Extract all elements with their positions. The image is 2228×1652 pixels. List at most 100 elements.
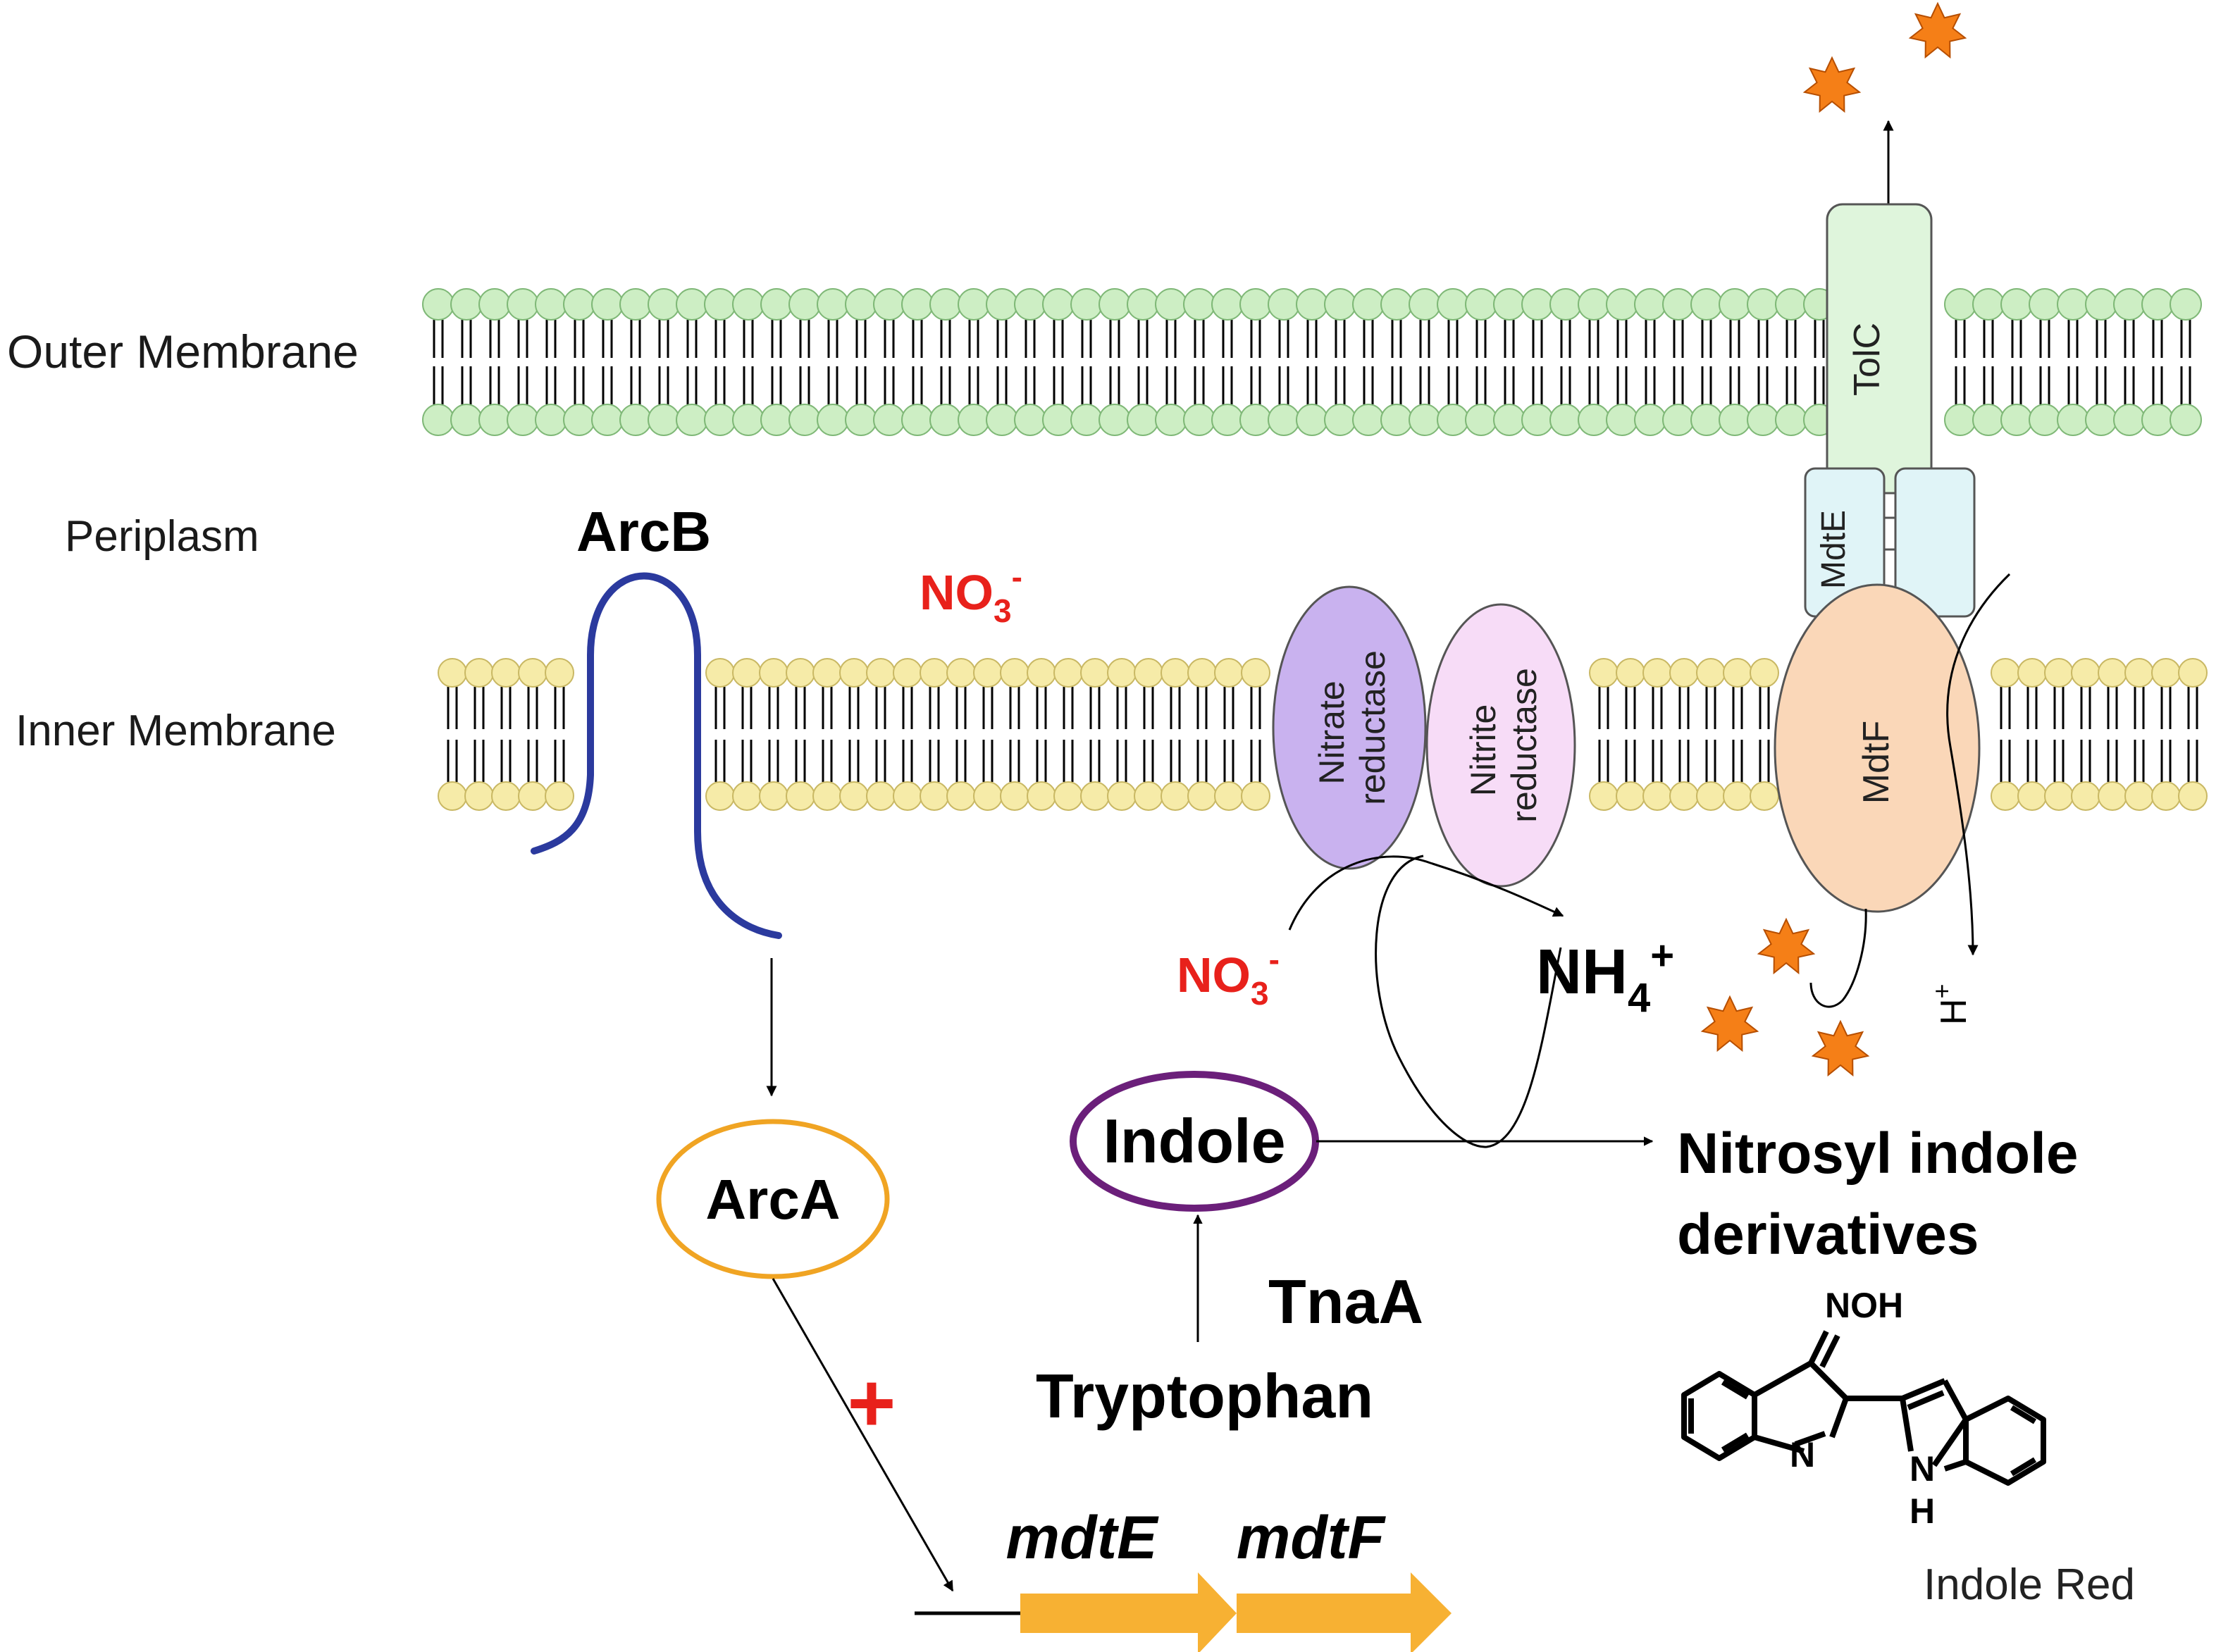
phospholipid-icon	[893, 658, 922, 811]
phospholipid-icon	[2124, 658, 2154, 811]
phospholipid-icon	[1352, 288, 1385, 436]
phospholipid-icon	[2029, 288, 2061, 436]
phospholipid-icon	[2044, 658, 2074, 811]
phospholipid-icon	[478, 288, 511, 436]
arcb-sensor	[531, 572, 782, 939]
indole-red-caption: Indole Red	[1924, 1560, 2135, 1609]
phospholipid-icon	[732, 288, 765, 436]
nitrite-reductase	[1425, 603, 1576, 888]
phospholipid-icon	[1268, 288, 1300, 436]
tolc-label: TolC	[1847, 323, 1888, 396]
phospholipid-icon	[1080, 658, 1110, 811]
phospholipid-icon	[1750, 658, 1779, 811]
nitrate-reductase	[1272, 585, 1427, 870]
product-title-line1: Nitrosyl indole	[1677, 1122, 2079, 1186]
mdtf-gene-label: mdtF	[1237, 1504, 1387, 1572]
phospholipid-icon	[759, 658, 788, 811]
periplasm-label: Periplasm	[65, 512, 259, 561]
tnaa-label: TnaA	[1268, 1267, 1423, 1336]
phospholipid-icon	[1380, 288, 1413, 436]
phospholipid-icon	[1027, 658, 1056, 811]
phospholipid-icon	[1662, 288, 1695, 436]
substrate-star-icon	[1802, 56, 1862, 113]
noh-label: NOH	[1825, 1286, 1903, 1325]
arca-to-gene-arrow	[772, 1278, 954, 1592]
arca-node	[656, 1119, 890, 1279]
substrate-star-icon	[1811, 1019, 1870, 1077]
proton-label: H+	[1927, 983, 1974, 1025]
phospholipid-icon	[973, 658, 1003, 811]
indole-label: Indole	[1103, 1106, 1285, 1176]
phospholipid-icon	[1070, 288, 1103, 436]
phospholipid-icon	[1696, 658, 1726, 811]
phospholipid-icon	[788, 288, 821, 436]
phospholipid-icon	[2151, 658, 2181, 811]
phospholipid-icon	[2085, 288, 2117, 436]
phospholipid-icon	[1493, 288, 1525, 436]
phospholipid-icon	[786, 658, 815, 811]
phospholipid-icon	[2141, 288, 2174, 436]
phospholipid-icon	[518, 658, 547, 811]
mdte-label: MdtE	[1815, 510, 1852, 589]
phospholipid-icon	[705, 658, 735, 811]
phospholipid-icon	[619, 288, 652, 436]
phospholipid-icon	[1296, 288, 1328, 436]
mdte-gene-arrow	[1020, 1572, 1237, 1652]
phospholipid-icon	[946, 658, 976, 811]
substrate-star-icon	[1757, 917, 1816, 975]
phospholipid-icon	[1723, 658, 1752, 811]
phospholipid-icon	[839, 658, 869, 811]
phospholipid-icon	[866, 658, 896, 811]
mdtf-gene-arrow	[1237, 1572, 1452, 1652]
phospholipid-icon	[563, 288, 595, 436]
phospholipid-icon	[1669, 658, 1699, 811]
product-title-line2: derivatives	[1677, 1203, 1979, 1267]
phospholipid-icon	[817, 288, 849, 436]
phospholipid-icon	[1589, 658, 1619, 811]
phospholipid-icon	[1549, 288, 1582, 436]
phospholipid-icon	[464, 658, 494, 811]
phospholipid-icon	[438, 658, 467, 811]
phospholipid-icon	[1000, 658, 1029, 811]
substrate-stars	[1700, 1, 1967, 1077]
phospholipid-icon	[873, 288, 905, 436]
nitrite-reductase-label: Nitrite reductase	[1463, 668, 1544, 823]
inner-membrane-label: Inner Membrane	[16, 707, 336, 755]
phospholipid-icon	[1642, 658, 1672, 811]
phospholipid-icon	[1521, 288, 1554, 436]
phospholipid-icon	[812, 658, 842, 811]
substrate-uptake-path	[1809, 908, 1867, 1008]
phospholipid-icon	[2178, 658, 2208, 811]
phospholipid-icon	[676, 288, 708, 436]
phospholipid-icon	[2098, 658, 2127, 811]
ring-nh-nitrogen: N	[1910, 1449, 1935, 1489]
indole-red-structure-icon	[1681, 1330, 2046, 1486]
nitrate-to-ammonium-arrow	[1288, 855, 1564, 931]
phospholipid-icon	[1127, 288, 1159, 436]
phospholipid-icon	[1107, 658, 1137, 811]
phospholipid-icon	[1606, 288, 1638, 436]
phospholipid-icon	[491, 658, 521, 811]
phospholipid-icon	[1409, 288, 1441, 436]
phospholipid-icon	[1690, 288, 1723, 436]
phospholipid-icon	[929, 288, 962, 436]
phospholipid-icon	[1161, 658, 1190, 811]
phospholipid-icon	[2071, 658, 2100, 811]
tryptophan-label: Tryptophan	[1036, 1361, 1373, 1431]
phospholipid-icon	[1098, 288, 1131, 436]
phospholipid-icon	[1187, 658, 1217, 811]
phospholipid-icon	[1775, 288, 1807, 436]
arca-label: ArcA	[705, 1168, 840, 1231]
phospholipid-icon	[507, 288, 539, 436]
outer-membrane-label: Outer Membrane	[7, 325, 359, 378]
phospholipid-icon	[986, 288, 1018, 436]
phospholipid-icon	[901, 288, 934, 436]
mdtf	[1774, 583, 1981, 913]
phospholipid-icon	[545, 658, 574, 811]
ring-nh-hydrogen: H	[1910, 1491, 1935, 1531]
phospholipid-icon	[1616, 658, 1645, 811]
phospholipid-icon	[1747, 288, 1779, 436]
phospholipid-icon	[2170, 288, 2202, 436]
phospholipid-icon	[1042, 288, 1075, 436]
phospholipid-icon	[1578, 288, 1610, 436]
